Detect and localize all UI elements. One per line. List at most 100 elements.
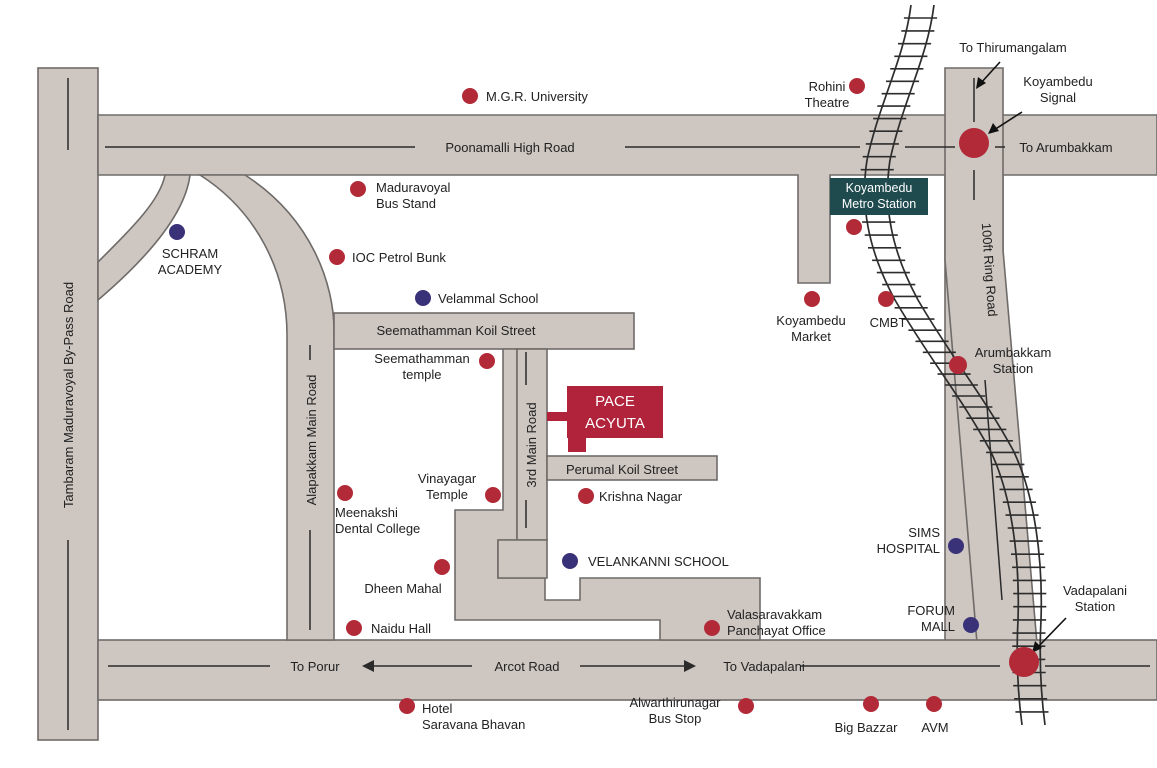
landmark-velankanni: VELANKANNI SCHOOL <box>562 553 729 569</box>
perumal-koil-street <box>546 455 718 481</box>
arrow-left-icon <box>362 660 374 672</box>
road-centerlines <box>67 78 1150 730</box>
landmark-label: Temple <box>426 487 468 502</box>
landmark-label: Theatre <box>805 95 850 110</box>
landmark-label: Naidu Hall <box>371 621 431 636</box>
landmark-label: VELANKANNI SCHOOL <box>588 554 729 569</box>
landmark-cmbt: CMBT <box>870 291 906 330</box>
landmark-label: FORUM <box>907 603 955 618</box>
landmark-label: Vadapalani <box>1063 583 1127 598</box>
third-main-road <box>516 348 548 541</box>
landmark-label: SCHRAM <box>162 246 218 261</box>
metro-marker-icon <box>846 219 862 235</box>
landmark-marker-icon <box>704 620 720 636</box>
third-main-road-label: 3rd Main Road <box>524 402 539 487</box>
landmark-label: Seemathamman <box>374 351 469 366</box>
metro-line2: Metro Station <box>842 197 916 211</box>
landmark-marker-icon <box>337 485 353 501</box>
station-marker-icon <box>1009 647 1039 677</box>
to-thirumangalam-label: To Thirumangalam <box>959 40 1066 55</box>
landmark-label: Station <box>993 361 1033 376</box>
landmark-label: Alwarthirunagar <box>629 695 721 710</box>
arrow-right-icon <box>684 660 696 672</box>
landmark-marker-icon <box>878 291 894 307</box>
arcot-road <box>97 639 1157 701</box>
landmark-label: ACADEMY <box>158 262 223 277</box>
landmark-label: Maduravoyal <box>376 180 451 195</box>
landmark-ioc: IOC Petrol Bunk <box>329 249 446 265</box>
landmark-label: MALL <box>921 619 955 634</box>
arcot-direction-arrows <box>362 660 696 672</box>
landmark-label: Market <box>791 329 831 344</box>
pace-stem <box>568 430 586 452</box>
landmark-big-bazzar: Big Bazzar <box>835 696 899 735</box>
station-marker-icon <box>949 356 967 374</box>
landmark-label: Meenakshi <box>335 505 398 520</box>
landmark-label: Bus Stand <box>376 196 436 211</box>
landmark-label: Valasaravakkam <box>727 607 822 622</box>
landmark-marker-icon <box>926 696 942 712</box>
pace-title-line2: ACYUTA <box>585 415 645 432</box>
landmark-label: Big Bazzar <box>835 720 899 735</box>
pace-connector <box>547 412 575 421</box>
landmark-label: HOSPITAL <box>877 541 940 556</box>
road-network <box>37 67 1157 741</box>
landmark-label: Velammal School <box>438 291 539 306</box>
landmark-marker-icon <box>485 487 501 503</box>
thirumangalam-pointer-icon <box>976 77 986 89</box>
landmark-marker-icon <box>863 696 879 712</box>
landmark-label: Dheen Mahal <box>364 581 441 596</box>
school-marker-icon <box>562 553 578 569</box>
mall-marker-icon <box>963 617 979 633</box>
landmark-marker-icon <box>479 353 495 369</box>
landmark-label: Koyambedu <box>776 313 845 328</box>
vadapalani-pointer-icon <box>1032 641 1042 653</box>
perumal-street-label: Perumal Koil Street <box>566 462 678 477</box>
landmark-label: Hotel <box>422 701 452 716</box>
landmark-koyambedu-metro <box>846 219 862 235</box>
landmark-marker-icon <box>350 181 366 197</box>
landmark-label: Signal <box>1040 90 1076 105</box>
landmark-marker-icon <box>399 698 415 714</box>
arcot-road-label: Arcot Road <box>494 659 559 674</box>
landmark-label: temple <box>402 367 441 382</box>
bypass-road-label: Tambaram Maduravoyal By-Pass Road <box>61 282 76 508</box>
signal-marker-icon <box>959 128 989 158</box>
landmark-marker-icon <box>346 620 362 636</box>
bypass-slip-road <box>97 174 191 302</box>
to-vadapalani-label: To Vadapalani <box>723 659 805 674</box>
metro-line1: Koyambedu <box>846 181 913 195</box>
metro-box <box>830 178 928 215</box>
landmark-label: Panchayat Office <box>727 623 826 638</box>
landmark-label: SIMS <box>908 525 940 540</box>
landmark-marker-icon <box>849 78 865 94</box>
landmark-velammal: Velammal School <box>415 290 539 306</box>
landmark-label: Station <box>1075 599 1115 614</box>
landmark-marker-icon <box>462 88 478 104</box>
landmark-label: M.G.R. University <box>486 89 588 104</box>
landmarks: M.G.R. UniversityRohiniTheatreKoyambeduS… <box>158 74 1127 735</box>
signal-pointer-icon <box>988 123 999 134</box>
landmark-label: AVM <box>921 720 948 735</box>
landmark-label: Arumbakkam <box>975 345 1052 360</box>
hospital-marker-icon <box>948 538 964 554</box>
ring-road-label: 100ft Ring Road <box>979 222 1001 317</box>
road-labels: Tambaram Maduravoyal By-Pass Road Poonam… <box>61 40 1113 674</box>
alapakkam-road-label: Alapakkam Main Road <box>304 375 319 506</box>
school-marker-icon <box>169 224 185 240</box>
